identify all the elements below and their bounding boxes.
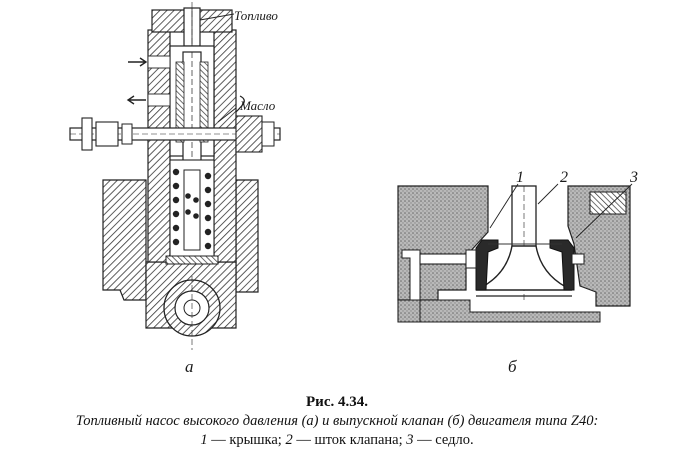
spring-coils: [172, 168, 212, 250]
figure-legend: 1 — крышка; 2 — шток клапана; 3 — седло.: [0, 432, 674, 449]
valve-housing-right: [567, 185, 631, 307]
leader-line-2: [537, 183, 559, 205]
legend-text-2: — шток клапана;: [292, 432, 407, 448]
figure-title: Рис. 4.34.: [306, 394, 368, 410]
valve-head: [475, 245, 573, 291]
label-num-2: 2: [560, 169, 568, 186]
pump-body-right-wall: [213, 29, 237, 263]
valve-lower-body: [419, 299, 601, 323]
label-num-1: 1: [516, 169, 524, 186]
figure-description: Топливный насос высокого давления (а) и …: [75, 413, 599, 429]
fuel-port-arrow-in: [128, 57, 148, 67]
rack-right-housing: [235, 115, 263, 153]
legend-num-1: 1: [200, 432, 208, 448]
spring-guide: [183, 169, 201, 251]
label-fuel: Топливо: [234, 8, 278, 23]
label-subfigure-b: б: [508, 357, 517, 376]
valve-seat-right: [549, 239, 575, 291]
rack-left-nut: [81, 117, 93, 151]
leader-line-3: [575, 183, 633, 239]
exhaust-valve-drawing: 1 2 3 б: [397, 169, 638, 376]
legend-num-2: 2: [285, 432, 293, 448]
legend-num-3: 3: [406, 432, 414, 448]
legend-text-3: — седло.: [413, 432, 474, 448]
fuel-pump-drawing: Топливо Масло а: [69, 2, 281, 376]
label-subfigure-a: а: [185, 357, 194, 376]
fuel-port-arrow-out: [126, 95, 146, 105]
label-num-3: 3: [629, 169, 638, 186]
oil-pipe: [235, 95, 245, 113]
legend-text-1: — крышка;: [207, 432, 286, 448]
pump-base-flange-right: [235, 179, 259, 293]
label-oil: Масло: [239, 98, 276, 113]
pump-base-flange: [102, 179, 147, 301]
leader-line-1: [489, 183, 519, 229]
